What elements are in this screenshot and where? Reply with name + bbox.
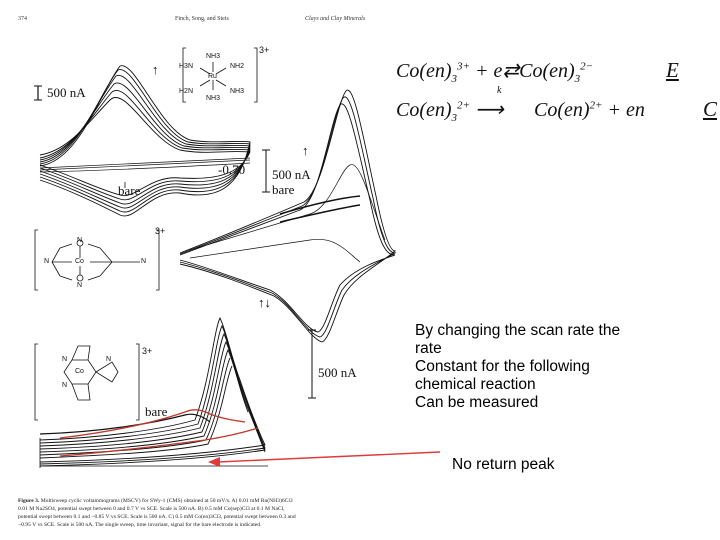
co-sep-center-atom: Co	[75, 258, 84, 265]
eq2-right: Co(en)	[533, 99, 590, 121]
eq2-right-sup: 2+	[589, 99, 603, 112]
eq2-arrow: ⟶	[474, 99, 504, 121]
annotation-line-2: rate	[415, 340, 442, 357]
eq1-right-sup: 2−	[580, 60, 594, 73]
page-journal: Clays and Clay Minerals	[305, 16, 366, 22]
co-sep-n3: N	[44, 258, 50, 265]
panel-b-bare-label: bare	[272, 182, 295, 197]
eq1-left: Co(en)	[396, 60, 452, 82]
annotation-line-1: By changing the scan rate the	[415, 322, 621, 339]
caption-text-1: Multisweep cyclic voltammograms (MSCV) f…	[40, 498, 293, 504]
eq1-left-sup: 3+	[457, 60, 470, 73]
annotation-text: By changing the scan rate the rate Const…	[415, 322, 715, 412]
no-return-peak-label: No return peak	[452, 456, 555, 473]
eq1-right: Co(en)	[519, 60, 575, 82]
figure-caption: Figure 3. Multisweep cyclic voltammogram…	[18, 497, 378, 529]
annotation-line-5: Can be measured	[415, 394, 539, 411]
caption-line-1: Figure 3. Multisweep cyclic voltammogram…	[18, 497, 378, 505]
ru-atom-h3n: H3N	[179, 63, 194, 70]
eq2-left: Co(en)	[396, 99, 452, 121]
eq2-tail: + en	[607, 99, 645, 121]
co-sep-n1: N	[77, 237, 83, 244]
eq1-right-sub: 3	[574, 73, 581, 85]
panel-c-highlight-traces	[59, 409, 259, 457]
equation-label-c: C	[703, 97, 718, 121]
co-sep-charge: 3+	[155, 226, 166, 236]
panel-c-traces	[39, 316, 268, 468]
panel-a-traces	[39, 65, 251, 217]
annotation-line-3: Constant for the following	[415, 358, 590, 375]
panel-a-potential-label: -0.70	[218, 162, 246, 177]
page-number: 374	[18, 16, 27, 22]
panel-a-bare-label: bare	[118, 183, 141, 198]
eq2-rate-constant: k	[496, 85, 502, 96]
panel-b-traces	[179, 89, 397, 343]
ru-atom-center: Ru	[208, 73, 217, 80]
ru-atom-bottom: NH3	[206, 95, 221, 102]
equation-chemical-step: Co(en)32+ k ⟶ Co(en)2+ + en	[396, 85, 645, 124]
annotation-arrow	[208, 451, 441, 467]
panel-a-scale-label: 500 nA	[47, 85, 86, 100]
caption-line-3: potential swept between 0.1 and −0.85 V …	[18, 514, 296, 520]
equation-label-e: E	[666, 58, 679, 82]
annotation-line-4: chemical reaction	[415, 376, 536, 393]
panel-c-bare-label: bare	[145, 404, 168, 419]
co-sep-cage-structure	[34, 229, 160, 291]
page-authors: Finch, Song, and Steis	[175, 16, 229, 22]
co-sep-n4: N	[141, 258, 147, 265]
caption-line-2: 0.01 M Na2SO4, potential swept between 0…	[18, 506, 285, 512]
ru-atom-nh2-right: NH2	[230, 63, 245, 70]
ru-atom-nh3-right: NH3	[230, 88, 245, 95]
ru-atom-top: NH3	[206, 53, 221, 60]
eq1-plus-e: + e	[474, 60, 503, 82]
caption-fig-label: Figure 3.	[18, 498, 40, 504]
eq2-left-sup: 2+	[457, 99, 470, 112]
caption-line-4: −0.95 V vs SCE. Scale is 500 nA. The sin…	[18, 522, 262, 528]
co-en-complex-structure	[34, 343, 140, 421]
ru-charge: 3+	[259, 45, 270, 55]
panel-c-arrow: ↑↓	[258, 295, 271, 310]
co-en-n3: N	[106, 356, 112, 363]
panel-b-arrow: ↑	[302, 143, 309, 158]
eq2-left-sub: 3	[451, 112, 458, 124]
ru-atom-h2n: H2N	[179, 88, 194, 95]
eq1-left-sub: 3	[451, 73, 458, 85]
co-en-n1: N	[62, 356, 68, 363]
co-en-n2: N	[62, 382, 68, 389]
ru-complex-structure	[182, 47, 258, 103]
eq1-arrow: ⇄	[502, 60, 520, 82]
co-sep-n2: N	[77, 282, 83, 289]
panel-b-scale-label: 500 nA	[272, 167, 311, 182]
co-en-center-atom: Co	[75, 368, 84, 375]
panel-a-arrow: ↑	[152, 62, 159, 77]
co-en-charge: 3+	[142, 346, 153, 356]
equation-electron-transfer: Co(en)33+ + e⇄Co(en)32−	[396, 58, 593, 85]
panel-c-scale-label: 500 nA	[318, 365, 357, 380]
